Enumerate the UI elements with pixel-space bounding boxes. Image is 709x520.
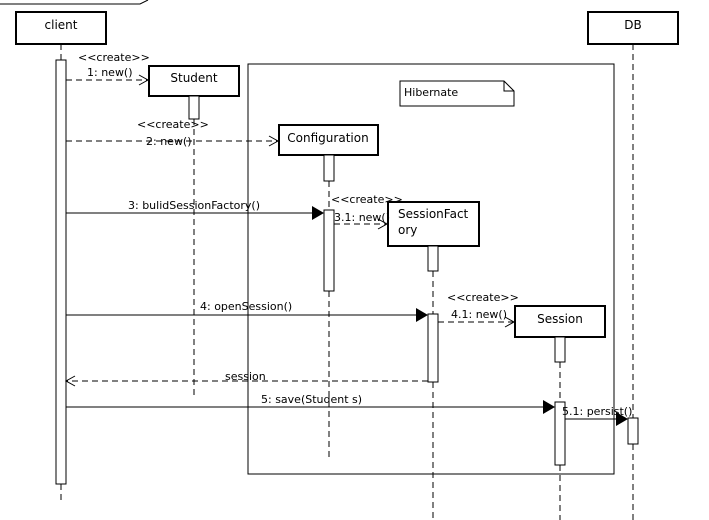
create-session-stereotype: <<create>> <box>447 291 519 304</box>
configuration-object[interactable]: Configuration <box>278 124 379 156</box>
hibernate-note: Hibernate <box>399 80 515 107</box>
hibernate-frame <box>247 63 615 475</box>
configuration-activation-create <box>323 154 335 182</box>
frame-top-edge <box>0 0 149 5</box>
db-label: DB <box>624 18 641 32</box>
session-factory-object[interactable]: SessionFact ory <box>387 201 480 247</box>
create-student-stereotype: <<create>> <box>78 51 150 64</box>
student-object[interactable]: Student <box>148 65 240 97</box>
save-label: 5: save(Student s) <box>261 393 362 406</box>
message-create-student: <<create>> 1: new() <box>66 51 150 86</box>
client-activation <box>55 59 67 485</box>
db-activation <box>627 417 639 445</box>
factory-activation <box>427 313 439 383</box>
student-label: Student <box>170 71 218 85</box>
message-create-session-factory: <<create>> 3.1: new() <box>331 193 403 230</box>
student-activation <box>188 95 200 120</box>
hibernate-note-label: Hibernate <box>404 86 458 99</box>
message-persist: 5.1: persist() <box>562 405 632 426</box>
client-lifeline-head[interactable]: client <box>15 11 107 45</box>
message-create-configuration: <<create>> 2: new() <box>66 118 280 148</box>
session-object[interactable]: Session <box>514 305 606 338</box>
create-session-label: 4.1: new() <box>451 308 507 321</box>
create-config-label: 2: new() <box>146 135 192 148</box>
message-build-session-factory: 3: bulidSessionFactory() <box>66 199 324 220</box>
message-create-session: <<create>> 4.1: new() <box>438 291 519 328</box>
message-return-session: session <box>64 370 428 387</box>
session-activation-create <box>554 336 566 363</box>
create-config-stereotype: <<create>> <box>137 118 209 131</box>
configuration-label: Configuration <box>287 131 368 145</box>
create-student-label: 1: new() <box>87 66 133 79</box>
configuration-activation <box>323 209 335 292</box>
return-session-label: session <box>225 370 266 383</box>
persist-label: 5.1: persist() <box>562 405 632 418</box>
client-label: client <box>45 18 78 32</box>
open-session-label: 4: openSession() <box>200 300 292 313</box>
create-factory-stereotype: <<create>> <box>331 193 403 206</box>
db-lifeline-head[interactable]: DB <box>587 11 679 45</box>
factory-activation-create <box>427 245 439 272</box>
message-open-session: 4: openSession() <box>66 300 428 322</box>
message-save: 5: save(Student s) <box>66 393 555 414</box>
session-factory-label-line1: SessionFact <box>398 207 469 221</box>
session-activation <box>554 401 566 466</box>
session-label: Session <box>537 312 583 326</box>
create-factory-label: 3.1: new() <box>334 211 390 224</box>
session-factory-label-line2: ory <box>398 223 417 237</box>
build-factory-label: 3: bulidSessionFactory() <box>128 199 260 212</box>
